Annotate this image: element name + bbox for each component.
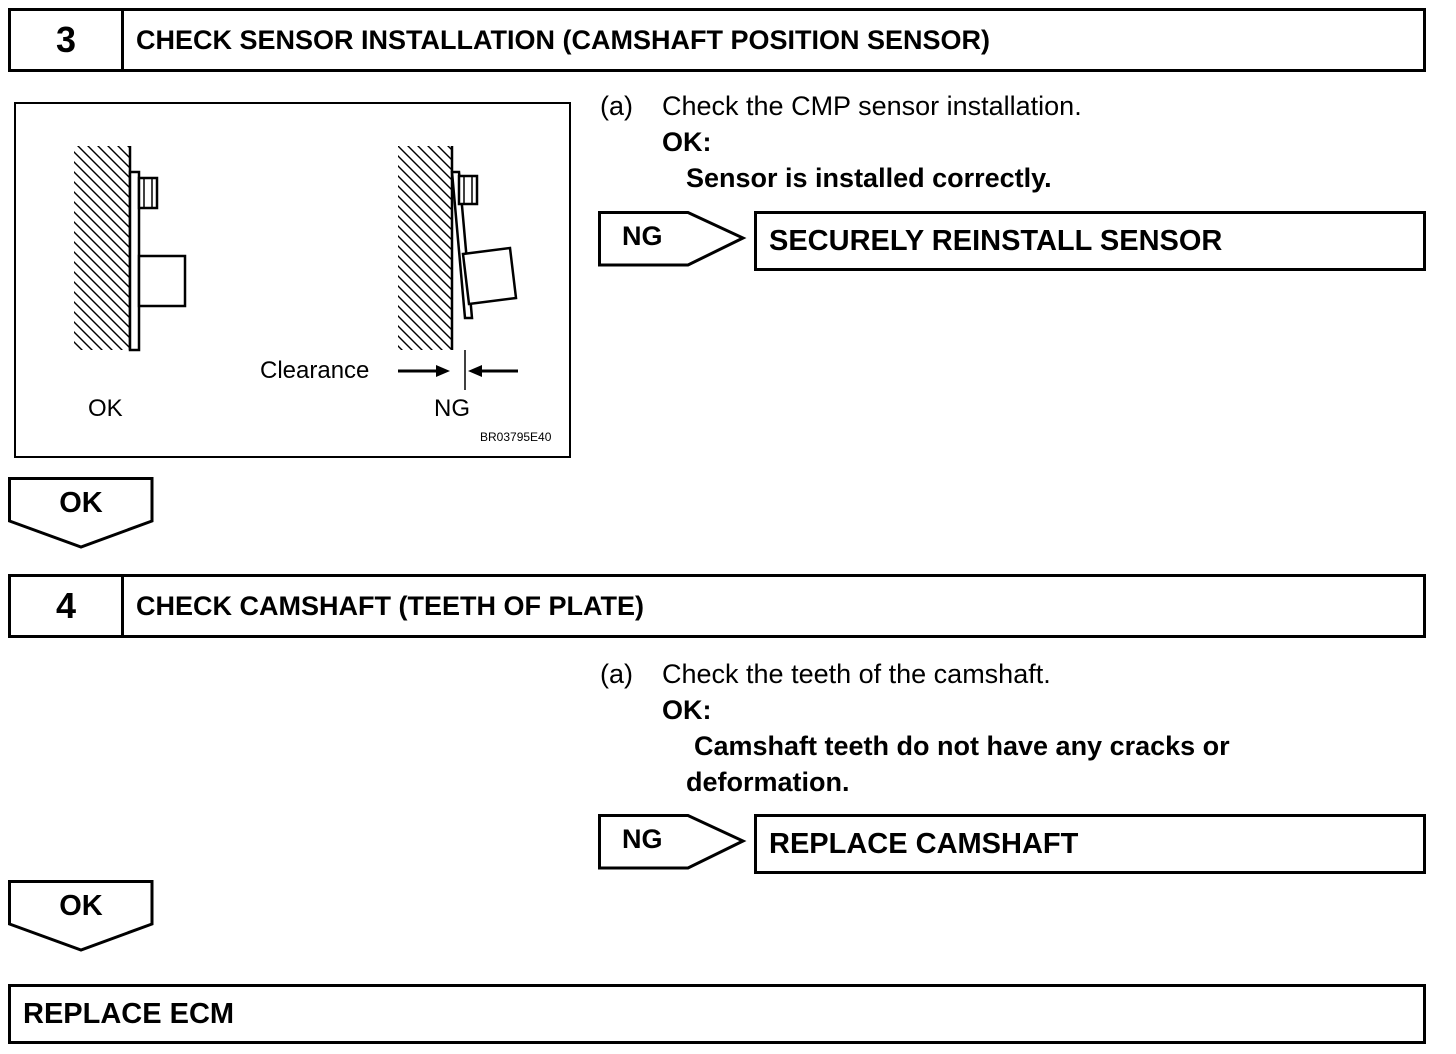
sensor-diagram <box>74 146 518 390</box>
ng-action-box: SECURELY REINSTALL SENSOR <box>754 211 1426 271</box>
instruction-letter: (a) <box>600 91 633 121</box>
ok-arrow-tag: OK <box>8 880 154 952</box>
ng-label: NG <box>622 221 663 251</box>
sensor-body-ok <box>137 254 187 308</box>
ok-criteria-label: OK: <box>662 127 712 157</box>
ok-criteria-label: OK: <box>662 695 712 725</box>
final-action-box: REPLACE ECM <box>8 984 1426 1044</box>
ok-label-figure: OK <box>88 395 123 422</box>
sensor-body-ng <box>461 246 518 306</box>
bolt-head-ok <box>137 176 159 210</box>
clearance-label: Clearance <box>260 357 370 384</box>
instruction-letter: (a) <box>600 659 633 689</box>
instruction-text: Check the teeth of the camshaft. <box>662 659 1051 689</box>
ok-label: OK <box>59 487 103 519</box>
bolt-head-ng <box>457 174 479 206</box>
step-4-header: 4 CHECK CAMSHAFT (TEETH OF PLATE) <box>8 574 1426 638</box>
sensor-flange-ok <box>128 170 141 352</box>
step-4-title: CHECK CAMSHAFT (TEETH OF PLATE) <box>136 590 644 621</box>
wall-hatch-ok <box>74 146 130 350</box>
ng-label-figure: NG <box>434 395 470 422</box>
step-3-header: 3 CHECK SENSOR INSTALLATION (CAMSHAFT PO… <box>8 8 1426 72</box>
ok-criteria-text-line2: deformation. <box>686 767 850 797</box>
ng-arrow-tag: NG <box>598 814 748 870</box>
figure-code: BR03795E40 <box>480 430 552 444</box>
ng-action-box: REPLACE CAMSHAFT <box>754 814 1426 874</box>
ok-criteria-text-line1: Camshaft teeth do not have any cracks or <box>694 731 1230 761</box>
ng-arrow-tag: NG <box>598 211 748 267</box>
ok-arrow-tag: OK <box>8 477 154 549</box>
ok-label: OK <box>59 890 103 922</box>
sensor-installation-figure: Clearance OK NG BR03795E40 <box>14 102 571 458</box>
instruction-text: Check the CMP sensor installation. <box>662 91 1082 121</box>
ok-criteria-text: Sensor is installed correctly. <box>686 163 1052 193</box>
step-3-title: CHECK SENSOR INSTALLATION (CAMSHAFT POSI… <box>136 24 991 55</box>
wall-hatch-ng <box>398 146 452 350</box>
step-3-number: 3 <box>11 11 124 69</box>
ng-label: NG <box>622 824 663 854</box>
step-4-number: 4 <box>11 577 124 635</box>
